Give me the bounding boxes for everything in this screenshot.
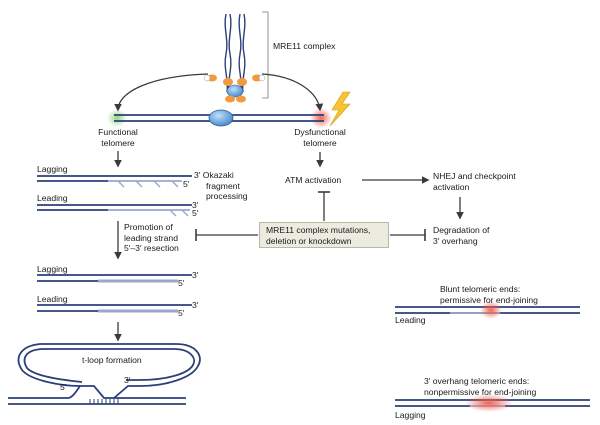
centromere-protein [208,109,234,127]
five-prime-label-tloop: 5′ [60,382,67,392]
dysfunctional-glow [310,108,332,128]
mre11-mutations-box: MRE11 complex mutations,deletion or knoc… [259,222,389,248]
three-prime-label-3: 3′ [192,300,199,310]
inhibition-to-atm [318,191,330,221]
t-loop-structure [8,343,201,405]
five-prime-label-2: 5′ [192,208,199,218]
arrow-to-functional [114,73,209,112]
blunt-ends-label: Blunt telomeric ends:permissive for end-… [440,284,538,305]
lagging-label-3: Lagging [395,410,426,420]
mre11-complex-label: MRE11 complex [273,41,336,51]
leading-label-3: Leading [395,315,426,325]
leading-label-2: Leading [37,294,68,304]
three-prime-label-2: 3′ [192,270,199,280]
arrow-to-dysfunctional [261,73,324,112]
resected-strands [37,274,192,313]
lagging-label-2: Lagging [37,264,68,274]
five-prime-label-1: 5′ [183,179,190,189]
inhibition-to-promotion [195,229,258,241]
leading-label-1: Leading [37,193,68,203]
overhang-ends-dna [395,394,590,412]
overhang-ends-label: 3′ overhang telomeric ends:nonpermissive… [424,376,537,397]
okazaki-strands [37,175,192,217]
okazaki-label: 3′ Okazaki fragment processing [194,170,248,201]
t-loop-label: t-loop formation [82,355,142,365]
three-prime-label-1: 3′ [192,200,199,210]
five-prime-label-3: 5′ [178,278,185,288]
atm-activation-label: ATM activation [285,175,342,185]
five-prime-label-4: 5′ [178,308,185,318]
lagging-label-1: Lagging [37,164,68,174]
three-prime-label-tloop: 3′ [124,375,131,385]
mre11-complex-icon [203,13,266,103]
lightning-icon [329,91,351,127]
blunt-ends-dna [395,301,580,319]
mre11-bracket [262,11,269,99]
functional-glow [107,109,127,127]
inhibition-to-degradation [390,229,426,241]
